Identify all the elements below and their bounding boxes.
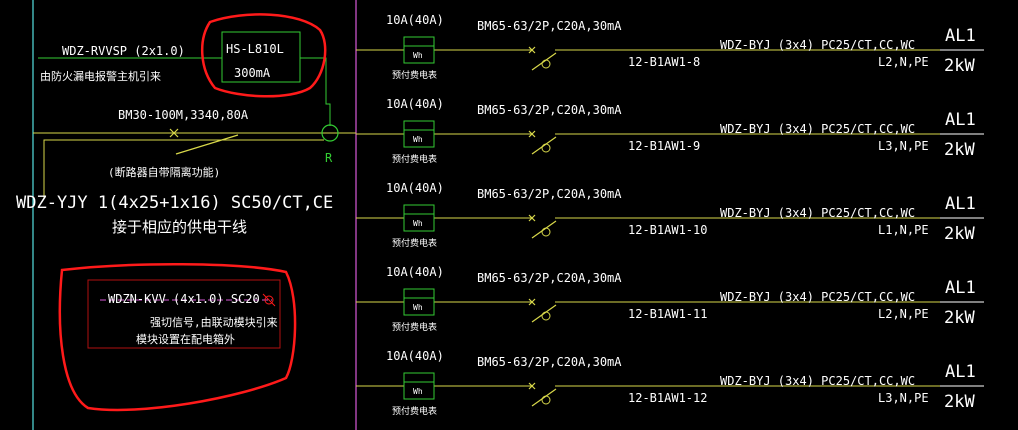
breaker-blade [175, 134, 239, 155]
branch-circuit: 10A(40A) Wh 预付费电表 BM65-63/2P,C20A,30mA 12-B1… [356, 97, 984, 165]
incoming-feeder-line [43, 139, 324, 198]
branch-breaker-label: BM65-63/2P,C20A,30mA [477, 103, 622, 117]
branch-phase-label: L2,N,PE [878, 307, 929, 321]
branch-circuit: 10A(40A) Wh 预付费电表 BM65-63/2P,C20A,30mA 12-B1… [356, 265, 984, 333]
leak-module-box[interactable] [221, 31, 301, 83]
meter-rating-label: 10A(40A) [386, 181, 444, 195]
branch-breaker-blade [531, 220, 557, 239]
left-panel: WDZ-RVVSP (2x1.0) 由防火漏电报警主机引来 HS-L810L 3… [16, 13, 356, 412]
branch-phase-label: L3,N,PE [878, 391, 929, 405]
branch-breaker-rcd-icon [541, 143, 551, 153]
meter-symbol: Wh [413, 303, 423, 312]
branch-breaker-label: BM65-63/2P,C20A,30mA [477, 187, 622, 201]
branch-breaker-mark-2 [528, 382, 536, 390]
branch-breaker-rcd-icon [541, 311, 551, 321]
meter-rating-label: 10A(40A) [386, 349, 444, 363]
circuit-id-label: 12-B1AW1-8 [628, 55, 700, 69]
load-name-label: AL1 [945, 194, 976, 214]
load-power-label: 2kW [944, 140, 975, 160]
signal-cable-label: WDZ-RVVSP (2x1.0) [62, 44, 185, 58]
branch-cable-label: WDZ-BYJ (3x4) PC25/CT,CC,WC [720, 290, 915, 304]
branch-circuit: 10A(40A) Wh 预付费电表 BM65-63/2P,C20A,30mA 12-B1… [356, 13, 984, 81]
leak-module-model: HS-L810L [226, 42, 284, 56]
branch-breaker-mark-2 [528, 46, 536, 54]
meter-box[interactable] [403, 204, 435, 232]
circuit-id-label: 12-B1AW1-10 [628, 223, 707, 237]
breaker-mark-2 [169, 128, 179, 138]
control-cable-label: WDZN-KVV (4x1.0) SC20 [108, 292, 260, 306]
branch-circuit: 10A(40A) Wh 预付费电表 BM65-63/2P,C20A,30mA 12-B1… [356, 349, 984, 417]
leak-module-current: 300mA [234, 66, 271, 80]
load-name-label: AL1 [945, 362, 976, 382]
meter-label: 预付费电表 [392, 237, 437, 249]
meter-label: 预付费电表 [392, 69, 437, 81]
current-sensor-label: R [325, 151, 333, 165]
meter-box[interactable] [403, 36, 435, 64]
meter-symbol: Wh [413, 135, 423, 144]
main-cable-label: WDZ-YJY 1(4x25+1x16) SC50/CT,CE [16, 193, 333, 213]
load-power-label: 2kW [944, 308, 975, 328]
load-power-label: 2kW [944, 56, 975, 76]
meter-label: 预付费电表 [392, 405, 437, 417]
branch-circuits: 10A(40A) Wh 预付费电表 BM65-63/2P,C20A,30mA 12-B1… [356, 13, 984, 417]
leak-module-wire [300, 57, 331, 126]
meter-symbol: Wh [413, 51, 423, 60]
branch-cable-label: WDZ-BYJ (3x4) PC25/CT,CC,WC [720, 122, 915, 136]
circuit-id-label: 12-B1AW1-12 [628, 391, 707, 405]
main-breaker-label: BM30-100M,3340,80A [118, 108, 249, 122]
meter-box[interactable] [403, 120, 435, 148]
branch-cable-label: WDZ-BYJ (3x4) PC25/CT,CC,WC [720, 38, 915, 52]
main-cable-note: 接于相应的供电干线 [112, 218, 247, 236]
control-note-2: 模块设置在配电箱外 [136, 332, 235, 346]
meter-label: 预付费电表 [392, 153, 437, 165]
branch-breaker-label: BM65-63/2P,C20A,30mA [477, 355, 622, 369]
branch-breaker-blade [531, 136, 557, 155]
branch-circuit: 10A(40A) Wh 预付费电表 BM65-63/2P,C20A,30mA 12-B1… [356, 181, 984, 249]
circuit-id-label: 12-B1AW1-11 [628, 307, 707, 321]
branch-phase-label: L3,N,PE [878, 139, 929, 153]
branch-breaker-label: BM65-63/2P,C20A,30mA [477, 19, 622, 33]
control-cable-end-mark [262, 293, 276, 307]
annotation-circle-control [58, 263, 297, 412]
branch-breaker-blade [531, 304, 557, 323]
load-power-label: 2kW [944, 224, 975, 244]
branch-breaker-blade [531, 52, 557, 71]
load-name-label: AL1 [945, 26, 976, 46]
signal-cable-note: 由防火漏电报警主机引来 [40, 69, 161, 83]
meter-label: 预付费电表 [392, 321, 437, 333]
branch-breaker-mark-2 [528, 130, 536, 138]
control-cable-end-icon [264, 295, 274, 305]
meter-symbol: Wh [413, 387, 423, 396]
load-name-label: AL1 [945, 110, 976, 130]
branch-breaker-label: BM65-63/2P,C20A,30mA [477, 271, 622, 285]
control-note-1: 强切信号,由联动模块引来 [150, 315, 278, 329]
branch-breaker-blade [531, 388, 557, 407]
circuit-id-label: 12-B1AW1-9 [628, 139, 700, 153]
meter-rating-label: 10A(40A) [386, 265, 444, 279]
meter-box[interactable] [403, 372, 435, 400]
annotation-circle-module [200, 13, 327, 98]
branch-breaker-rcd-icon [541, 227, 551, 237]
branch-phase-label: L1,N,PE [878, 223, 929, 237]
branch-breaker-mark-2 [528, 214, 536, 222]
load-name-label: AL1 [945, 278, 976, 298]
branch-breaker-mark-2 [528, 298, 536, 306]
branch-cable-label: WDZ-BYJ (3x4) PC25/CT,CC,WC [720, 374, 915, 388]
meter-symbol: Wh [413, 219, 423, 228]
meter-box[interactable] [403, 288, 435, 316]
branch-cable-label: WDZ-BYJ (3x4) PC25/CT,CC,WC [720, 206, 915, 220]
branch-breaker-rcd-icon [541, 395, 551, 405]
meter-rating-label: 10A(40A) [386, 97, 444, 111]
current-sensor-ring [321, 124, 339, 142]
breaker-note: (断路器自带隔离功能) [108, 165, 220, 179]
branch-breaker-rcd-icon [541, 59, 551, 69]
meter-rating-label: 10A(40A) [386, 13, 444, 27]
branch-phase-label: L2,N,PE [878, 55, 929, 69]
control-signal-box[interactable] [87, 279, 281, 349]
load-power-label: 2kW [944, 392, 975, 412]
